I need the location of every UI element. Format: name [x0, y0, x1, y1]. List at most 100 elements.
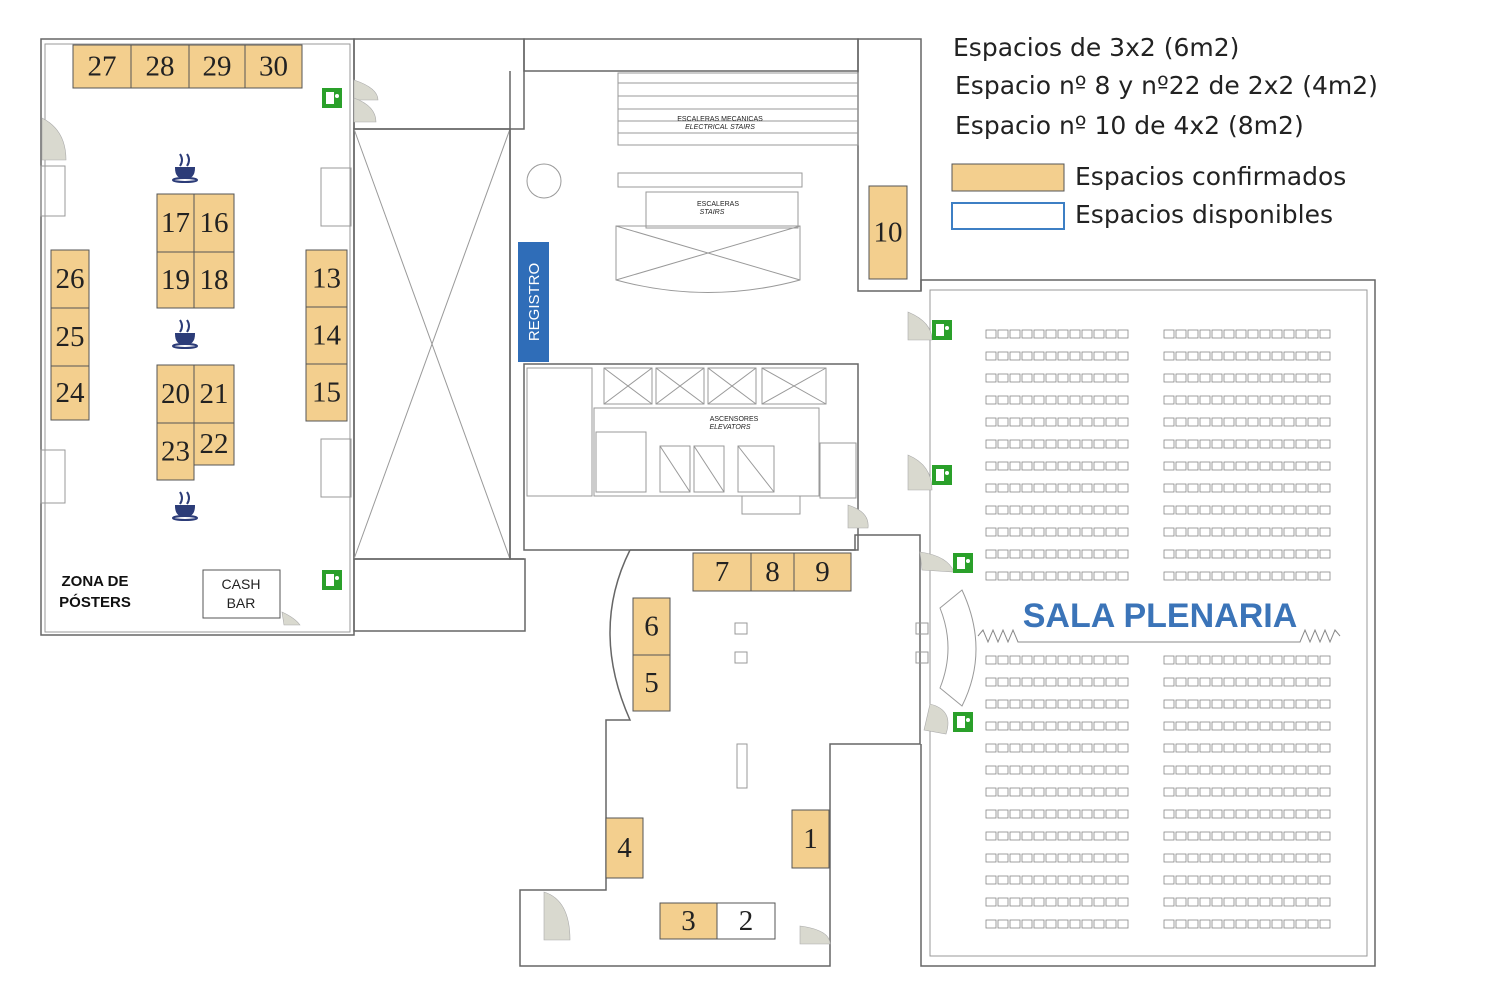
stand-box[interactable]: [193, 251, 235, 309]
stand-8[interactable]: 8: [750, 552, 795, 592]
stand-box[interactable]: [188, 44, 246, 89]
seat: [1199, 809, 1211, 819]
stand-box[interactable]: [72, 44, 132, 89]
stand-22[interactable]: 22: [193, 422, 235, 466]
stand-box[interactable]: [793, 552, 852, 592]
seat: [1093, 329, 1105, 339]
stand-19[interactable]: 19: [156, 251, 195, 309]
seat: [1187, 483, 1199, 493]
stand-9[interactable]: 9: [793, 552, 852, 592]
seat: [1093, 897, 1105, 907]
seat: [997, 699, 1009, 709]
seat: [1081, 549, 1093, 559]
stand-box[interactable]: [50, 249, 90, 309]
stand-box[interactable]: [750, 552, 795, 592]
stand-box[interactable]: [605, 817, 644, 879]
stand-box[interactable]: [130, 44, 190, 89]
seat: [1175, 373, 1187, 383]
seat: [1283, 373, 1295, 383]
seat: [985, 571, 997, 581]
seat: [1175, 505, 1187, 515]
stand-box[interactable]: [632, 597, 671, 656]
seat: [1223, 787, 1235, 797]
seat: [1187, 461, 1199, 471]
stand-28[interactable]: 28: [130, 44, 190, 89]
stand-24[interactable]: 24: [50, 365, 90, 421]
stand-17[interactable]: 17: [156, 193, 195, 253]
stand-7[interactable]: 7: [692, 552, 752, 592]
stand-4[interactable]: 4: [605, 817, 644, 879]
stand-box[interactable]: [659, 902, 718, 940]
seat: [997, 505, 1009, 515]
stand-3[interactable]: 3: [659, 902, 718, 940]
seat: [1009, 853, 1021, 863]
stand-27[interactable]: 27: [72, 44, 132, 89]
stand-box[interactable]: [305, 363, 348, 422]
seat: [1247, 483, 1259, 493]
seat: [1187, 721, 1199, 731]
seat: [1295, 743, 1307, 753]
stand-21[interactable]: 21: [193, 364, 235, 424]
seat: [1117, 699, 1129, 709]
seat: [1283, 743, 1295, 753]
stand-29[interactable]: 29: [188, 44, 246, 89]
stand-10[interactable]: 10: [868, 185, 908, 280]
seat: [1211, 919, 1223, 929]
stand-box[interactable]: [156, 422, 195, 481]
stand-box[interactable]: [193, 422, 235, 466]
seat: [1069, 461, 1081, 471]
seat: [1187, 919, 1199, 929]
stand-1[interactable]: 1: [791, 809, 830, 869]
seat: [1045, 831, 1057, 841]
seat: [1211, 655, 1223, 665]
stand-box[interactable]: [868, 185, 908, 280]
seat: [1057, 721, 1069, 731]
stand-6[interactable]: 6: [632, 597, 671, 656]
seat: [1009, 787, 1021, 797]
seat: [1235, 329, 1247, 339]
stand-14[interactable]: 14: [305, 306, 348, 365]
stand-box[interactable]: [156, 251, 195, 309]
stand-5[interactable]: 5: [632, 654, 671, 712]
stand-25[interactable]: 25: [50, 307, 90, 367]
seat: [1199, 853, 1211, 863]
stand-box[interactable]: [305, 306, 348, 365]
seat: [1009, 897, 1021, 907]
stand-box[interactable]: [50, 307, 90, 367]
stand-13[interactable]: 13: [305, 249, 348, 308]
seat: [1009, 655, 1021, 665]
stand-box[interactable]: [305, 249, 348, 308]
stand-box[interactable]: [716, 902, 776, 940]
stand-number: 9: [815, 556, 830, 588]
seat: [1199, 655, 1211, 665]
stand-15[interactable]: 15: [305, 363, 348, 422]
stand-number: 18: [200, 264, 229, 296]
stand-18[interactable]: 18: [193, 251, 235, 309]
seat: [1259, 571, 1271, 581]
stand-26[interactable]: 26: [50, 249, 90, 309]
seat: [1295, 483, 1307, 493]
stand-box[interactable]: [692, 552, 752, 592]
seat: [1223, 461, 1235, 471]
stand-box[interactable]: [244, 44, 303, 89]
seat: [1187, 655, 1199, 665]
stand-23[interactable]: 23: [156, 422, 195, 481]
seat: [1163, 721, 1175, 731]
seat: [985, 395, 997, 405]
seat: [1271, 699, 1283, 709]
seat: [1175, 461, 1187, 471]
seat: [1045, 787, 1057, 797]
stand-30[interactable]: 30: [244, 44, 303, 89]
seat: [1211, 527, 1223, 537]
seat: [1093, 743, 1105, 753]
stand-number: 16: [200, 207, 229, 239]
stand-box[interactable]: [156, 193, 195, 253]
stand-16[interactable]: 16: [193, 193, 235, 253]
stand-number: 1: [803, 823, 818, 855]
stand-box[interactable]: [193, 364, 235, 424]
seat: [1235, 853, 1247, 863]
stand-2[interactable]: 2: [716, 902, 776, 940]
stand-box[interactable]: [791, 809, 830, 869]
stand-box[interactable]: [50, 365, 90, 421]
stand-20[interactable]: 20: [156, 364, 195, 424]
